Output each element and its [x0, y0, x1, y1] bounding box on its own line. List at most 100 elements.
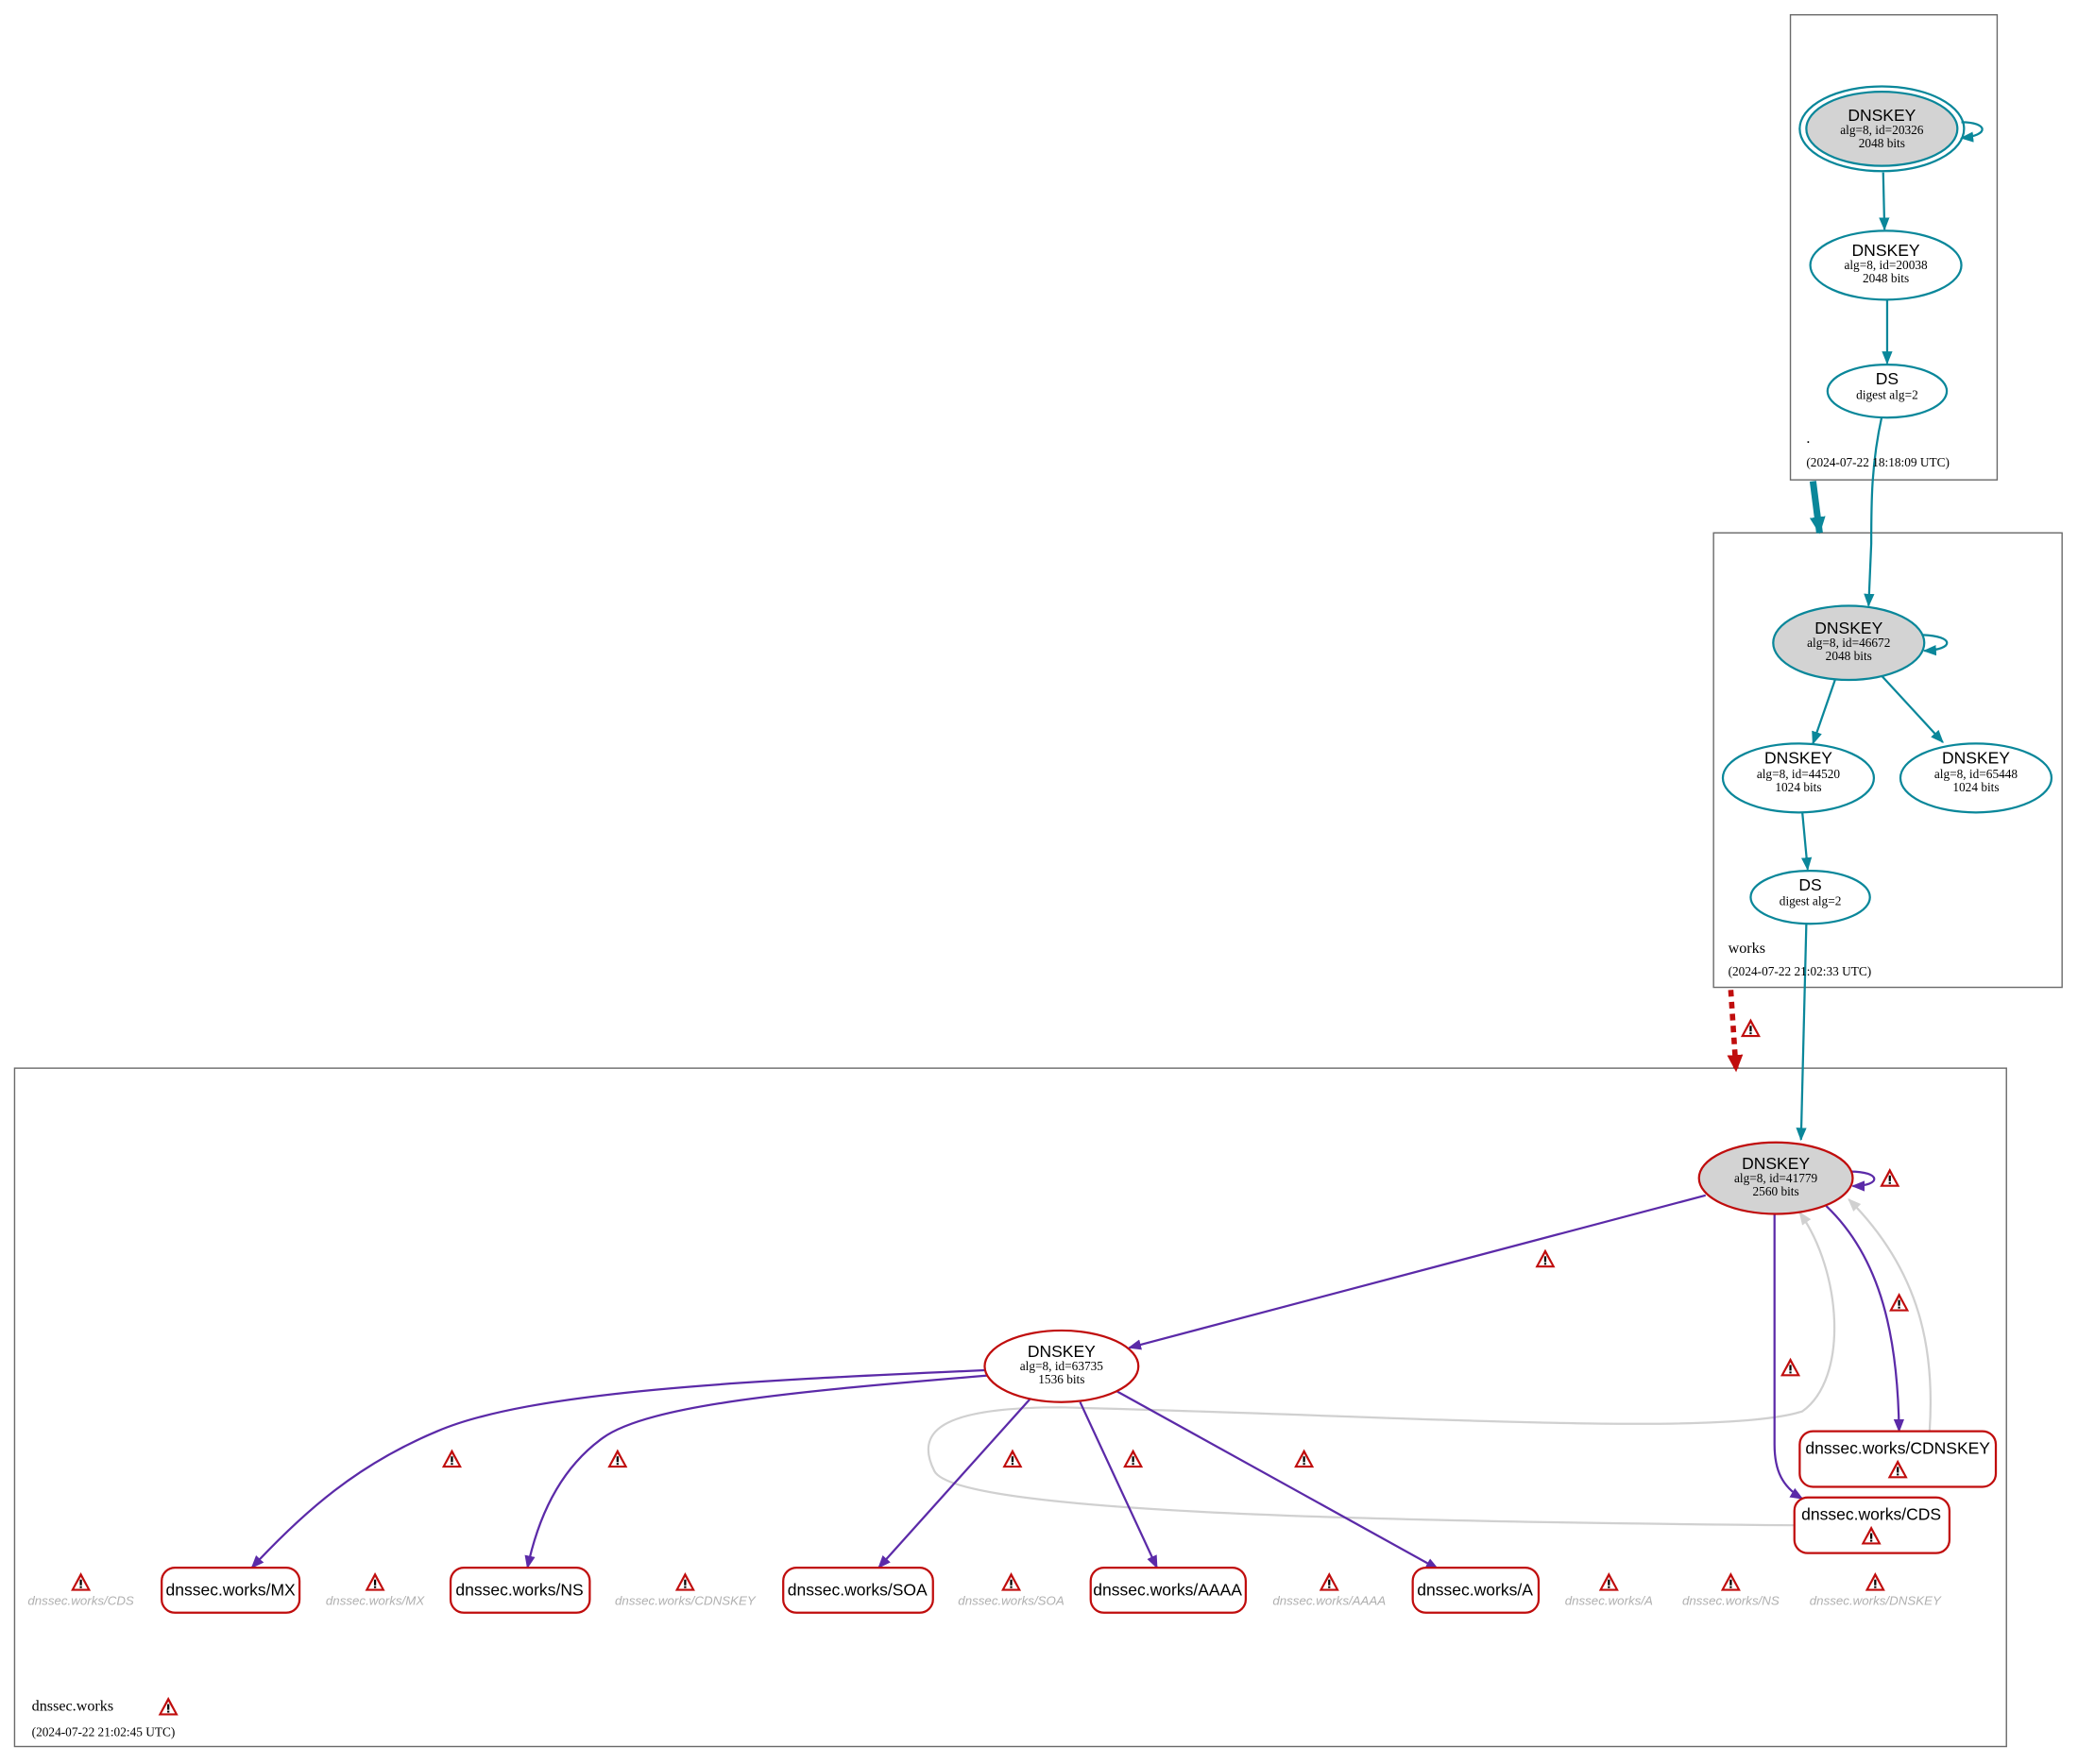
zone-name-works: works: [1729, 941, 1765, 957]
warning-icon: [1720, 1571, 1741, 1591]
node-size: 2048 bits: [1863, 271, 1909, 285]
edge: [1922, 634, 1949, 656]
nodata-soa[interactable]: dnssec.works/SOA: [958, 1571, 1065, 1607]
rrset-node-soa[interactable]: dnssec.works/SOA: [782, 1566, 934, 1614]
warning-icon: [1319, 1571, 1339, 1591]
dnskey-node-20038[interactable]: DNSKEY alg=8, id=20038 2048 bits: [1809, 229, 1963, 301]
warning-icon: [1865, 1571, 1885, 1591]
node-detail: digest alg=2: [1780, 894, 1842, 908]
edge: [1864, 416, 1883, 607]
node-type: DNSKEY: [1742, 1154, 1810, 1173]
dnskey-node-41779[interactable]: DNSKEY alg=8, id=41779 2560 bits: [1697, 1141, 1854, 1215]
node-type: DNSKEY: [1764, 748, 1832, 767]
node-type: DNSKEY: [1848, 106, 1916, 125]
node-detail: alg=8, id=41779: [1734, 1171, 1818, 1185]
edge: [524, 1374, 988, 1569]
warning-icon[interactable]: [607, 1449, 628, 1468]
rrset-label: dnssec.works/NS: [455, 1581, 583, 1600]
node-size: 2560 bits: [1753, 1184, 1799, 1198]
rrset-label: dnssec.works/MX: [166, 1581, 297, 1600]
rrset-label: dnssec.works/SOA: [788, 1581, 928, 1600]
node-detail: alg=8, id=20326: [1840, 123, 1924, 137]
nodata-label: dnssec.works/NS: [1682, 1593, 1780, 1607]
warning-icon[interactable]: [1535, 1248, 1556, 1268]
warning-icon[interactable]: [158, 1696, 179, 1716]
nodata-mx[interactable]: dnssec.works/MX: [326, 1571, 425, 1607]
nodata-dnskey[interactable]: dnssec.works/DNSKEY: [1810, 1571, 1942, 1607]
edge: [1801, 812, 1813, 872]
zone-dnssec-works-box: [13, 1067, 2007, 1748]
delegation-works-dnssec: [1727, 990, 1744, 1073]
edge: [1773, 1213, 1804, 1501]
nodata-label: dnssec.works/AAAA: [1272, 1593, 1386, 1607]
node-type: DNSKEY: [1814, 619, 1882, 637]
warning-icon: [71, 1571, 92, 1591]
node-type: DNSKEY: [1852, 241, 1920, 260]
edge: [1079, 1401, 1158, 1569]
rrset-node-cdnskey[interactable]: dnssec.works/CDNSKEY: [1798, 1430, 1998, 1488]
nodata-cds[interactable]: dnssec.works/CDS: [27, 1571, 134, 1607]
nodata-label: dnssec.works/MX: [326, 1593, 425, 1607]
dnskey-node-46672[interactable]: DNSKEY alg=8, id=46672 2048 bits: [1772, 604, 1926, 682]
warning-icon: [1598, 1571, 1619, 1591]
rrset-label: dnssec.works/CDNSKEY: [1805, 1438, 1990, 1457]
edge: [1128, 1194, 1707, 1350]
warning-icon: [365, 1571, 385, 1591]
warning-icon[interactable]: [1889, 1292, 1910, 1312]
nodata-label: dnssec.works/CDS: [27, 1593, 134, 1607]
dnskey-node-44520[interactable]: DNSKEY alg=8, id=44520 1024 bits: [1721, 742, 1876, 814]
edge: [1848, 1198, 1933, 1432]
rrset-node-aaaa[interactable]: dnssec.works/AAAA: [1089, 1566, 1247, 1614]
rrset-node-a[interactable]: dnssec.works/A: [1411, 1566, 1541, 1614]
node-size: 1024 bits: [1775, 780, 1821, 794]
edge: [877, 1399, 1031, 1569]
rrset-label: dnssec.works/AAAA: [1093, 1581, 1242, 1600]
nodata-ns[interactable]: dnssec.works/NS: [1682, 1571, 1780, 1607]
nodata-cdnskey[interactable]: dnssec.works/CDNSKEY: [615, 1571, 757, 1607]
zone-root-box: [1789, 13, 1999, 481]
node-size: 1536 bits: [1038, 1372, 1084, 1386]
node-size: 1024 bits: [1952, 780, 1999, 794]
warning-icon[interactable]: [1740, 1018, 1761, 1038]
node-detail: alg=8, id=44520: [1757, 767, 1841, 781]
warning-icon[interactable]: [1880, 1168, 1900, 1187]
warning-icon: [1001, 1571, 1022, 1591]
zone-timestamp-works: (2024-07-22 21:02:33 UTC): [1729, 964, 1872, 978]
ds-node-root[interactable]: DS digest alg=2: [1826, 363, 1949, 419]
rrset-node-mx[interactable]: dnssec.works/MX: [161, 1566, 301, 1614]
warning-icon[interactable]: [1123, 1449, 1144, 1468]
dnskey-node-63735[interactable]: DNSKEY alg=8, id=63735 1536 bits: [983, 1329, 1140, 1403]
rrset-label: dnssec.works/A: [1417, 1581, 1533, 1600]
edge: [1825, 1205, 1905, 1433]
warning-icon[interactable]: [1780, 1357, 1801, 1377]
node-detail: digest alg=2: [1856, 388, 1918, 402]
ds-node-works[interactable]: DS digest alg=2: [1749, 869, 1871, 925]
warning-icon[interactable]: [441, 1449, 462, 1468]
nodata-label: dnssec.works/A: [1565, 1593, 1653, 1607]
warning-icon[interactable]: [1294, 1449, 1315, 1468]
nodata-a[interactable]: dnssec.works/A: [1565, 1571, 1653, 1607]
dnskey-node-20326[interactable]: DNSKEY alg=8, id=20326 2048 bits: [1798, 85, 1966, 173]
edge: [1796, 924, 1808, 1142]
edge: [1960, 121, 1984, 143]
edge: [1881, 675, 1944, 744]
rrset-label: dnssec.works/CDS: [1801, 1505, 1941, 1524]
zone-timestamp-dnssec-works: (2024-07-22 21:02:45 UTC): [32, 1724, 176, 1739]
warning-icon: [674, 1571, 695, 1591]
edge: [1812, 678, 1837, 745]
node-type: DNSKEY: [1028, 1342, 1096, 1361]
rrset-node-ns[interactable]: dnssec.works/NS: [449, 1566, 591, 1614]
node-detail: alg=8, id=65448: [1934, 767, 2018, 781]
delegation-root-works: [1809, 481, 1826, 534]
edge: [927, 1211, 1836, 1527]
edge: [1849, 1170, 1876, 1192]
dnskey-node-65448[interactable]: DNSKEY alg=8, id=65448 1024 bits: [1899, 742, 2053, 814]
rrset-node-cds[interactable]: dnssec.works/CDS: [1793, 1496, 1951, 1554]
node-type: DS: [1798, 875, 1821, 894]
nodata-label: dnssec.works/SOA: [958, 1593, 1065, 1607]
warning-icon[interactable]: [1002, 1449, 1023, 1468]
nodata-label: dnssec.works/DNSKEY: [1810, 1593, 1942, 1607]
nodata-aaaa[interactable]: dnssec.works/AAAA: [1272, 1571, 1386, 1607]
node-size: 2048 bits: [1826, 649, 1872, 663]
